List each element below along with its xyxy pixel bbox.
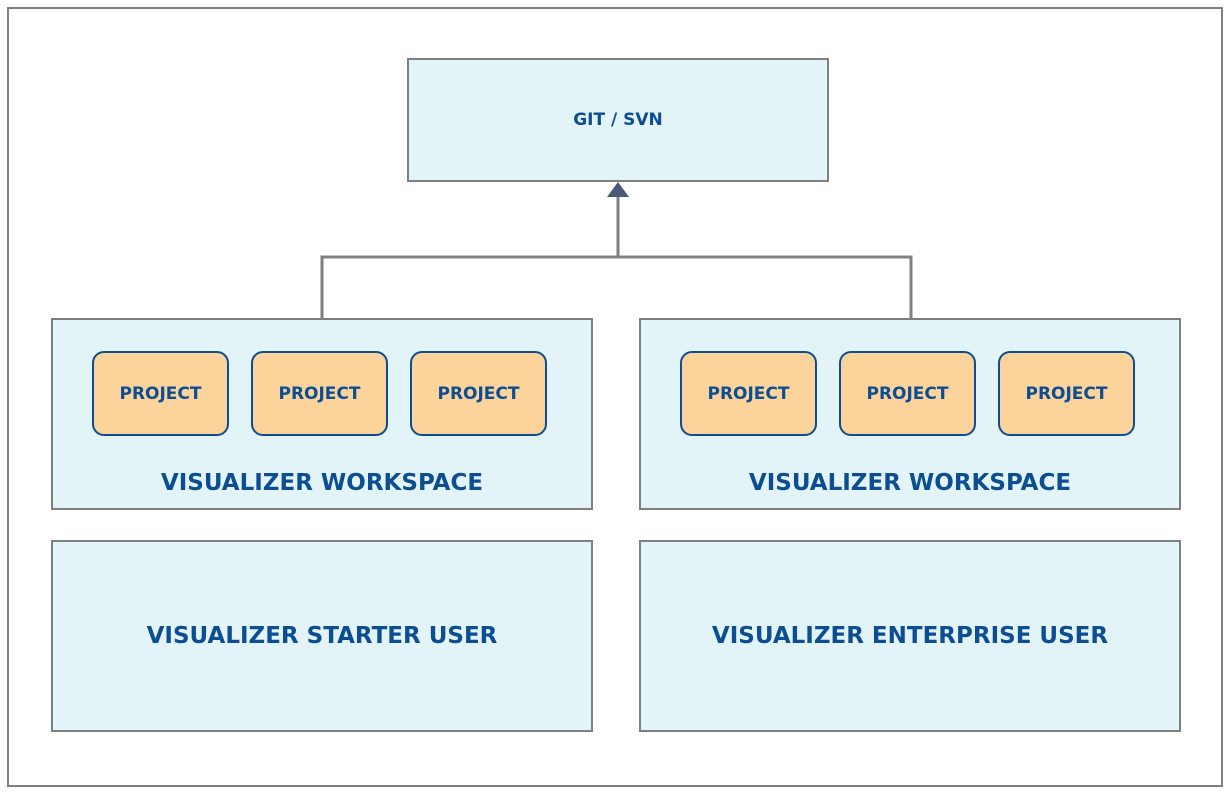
starter-user-box: VISUALIZER STARTER USER	[51, 540, 593, 732]
workspace-label: VISUALIZER WORKSPACE	[748, 470, 1072, 496]
project-label: PROJECT	[278, 383, 361, 404]
project-label: PROJECT	[437, 383, 520, 404]
project-box: PROJECT	[251, 351, 388, 436]
workspace-left: PROJECT PROJECT PROJECT VISUALIZER WORKS…	[51, 318, 593, 510]
project-box: PROJECT	[92, 351, 229, 436]
workspace-label: VISUALIZER WORKSPACE	[160, 470, 484, 496]
arrowhead	[607, 182, 629, 197]
project-box: PROJECT	[410, 351, 547, 436]
enterprise-user-label: VISUALIZER ENTERPRISE USER	[711, 623, 1109, 649]
diagram-frame	[7, 7, 1223, 787]
project-box: PROJECT	[998, 351, 1135, 436]
project-label: PROJECT	[866, 383, 949, 404]
project-box: PROJECT	[839, 351, 976, 436]
branch-connector	[320, 255, 913, 318]
enterprise-user-box: VISUALIZER ENTERPRISE USER	[639, 540, 1181, 732]
workspace-right: PROJECT PROJECT PROJECT VISUALIZER WORKS…	[639, 318, 1181, 510]
project-label: PROJECT	[119, 383, 202, 404]
project-box: PROJECT	[680, 351, 817, 436]
git-svn-box: GIT / SVN	[407, 58, 829, 182]
project-label: PROJECT	[1025, 383, 1108, 404]
starter-user-label: VISUALIZER STARTER USER	[146, 623, 498, 649]
git-svn-label: GIT / SVN	[573, 110, 663, 130]
project-label: PROJECT	[707, 383, 790, 404]
